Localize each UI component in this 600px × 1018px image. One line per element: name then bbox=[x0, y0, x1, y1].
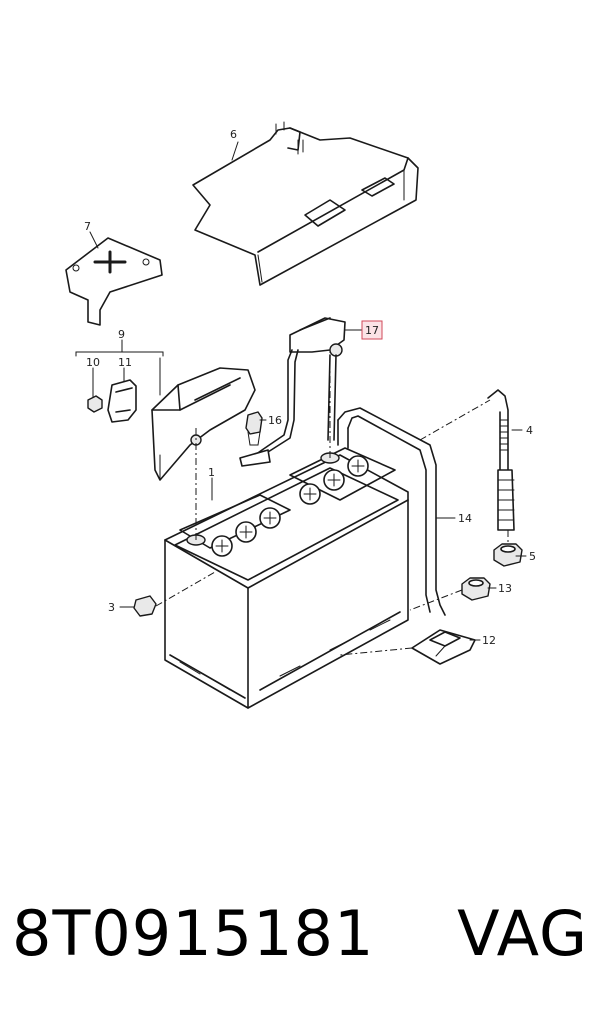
callout-16: 16 bbox=[268, 414, 282, 427]
part-1-battery bbox=[164, 447, 409, 709]
battery-cell-caps bbox=[211, 455, 369, 557]
footer-caption: 8T0915181 VAG bbox=[12, 888, 588, 978]
callout-11: 11 bbox=[118, 356, 132, 369]
part-7-plate bbox=[65, 237, 163, 326]
part-4-long-bolt bbox=[487, 389, 515, 531]
part-9-fuse-box bbox=[151, 367, 256, 481]
callout-12: 12 bbox=[482, 634, 496, 647]
leader-lines bbox=[89, 141, 527, 641]
callout-labels: 6 7 9 10 11 16 1 3 4 5 14 13 12 17 bbox=[84, 128, 536, 647]
callout-13: 13 bbox=[498, 582, 512, 595]
alignment-lines bbox=[155, 350, 509, 656]
part-5-nut bbox=[493, 543, 523, 567]
callout-1: 1 bbox=[208, 466, 215, 479]
part-17-battery-cable bbox=[239, 317, 346, 467]
callout-10: 10 bbox=[86, 356, 100, 369]
brand-name: VAG bbox=[457, 896, 588, 970]
part-13-hex-nut bbox=[461, 577, 491, 601]
callout-3: 3 bbox=[108, 601, 115, 614]
callout-9: 9 bbox=[118, 328, 125, 341]
callout-5: 5 bbox=[529, 550, 536, 563]
callout-14: 14 bbox=[458, 512, 472, 525]
part-10-nut bbox=[87, 395, 103, 413]
callout-17-highlight bbox=[361, 320, 383, 340]
part-16-bolt bbox=[245, 411, 263, 446]
part-number: 8T0915181 bbox=[12, 896, 375, 970]
part-6-battery-cover bbox=[192, 121, 419, 286]
part-12-clamp-plate bbox=[411, 629, 476, 665]
callout-4: 4 bbox=[526, 424, 533, 437]
part-14-hold-strap bbox=[337, 399, 491, 616]
part-3-plug bbox=[133, 595, 157, 617]
part-11-clip bbox=[107, 379, 137, 423]
callout-17: 17 bbox=[365, 324, 379, 337]
callout-7: 7 bbox=[84, 220, 91, 233]
callout-6: 6 bbox=[230, 128, 237, 141]
